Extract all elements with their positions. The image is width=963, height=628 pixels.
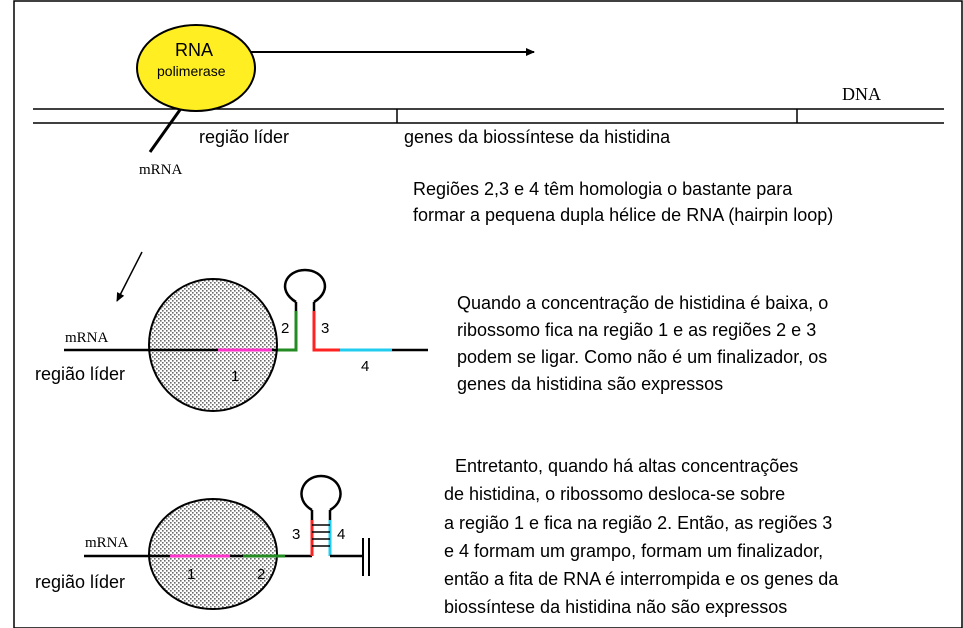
dna-label: DNA [842, 84, 881, 104]
mrna-label-top: mRNA [139, 162, 183, 178]
p2-description-line6: biossíntese da histidina não são express… [444, 597, 788, 617]
p2-region3-number: 3 [292, 526, 301, 543]
p1-description-line1: Quando a concentração de histidina é bai… [457, 293, 829, 313]
p1-region1-number: 1 [231, 368, 240, 385]
p2-region1-number: 1 [187, 566, 196, 583]
homology-note-line2: formar a pequena dupla hélice de RNA (ha… [413, 205, 834, 225]
p1-region2-number: 2 [281, 320, 290, 337]
frame-border [13, 0, 963, 628]
pointer-arrow [116, 251, 143, 302]
p2-mrna-label: mRNA [85, 535, 129, 551]
p2-description-line4: e 4 formam um grampo, formam um finaliza… [444, 541, 824, 561]
p1-description-line4: genes da histidina são expressos [457, 374, 724, 394]
p2-description-line1: Entretanto, quando há altas concentraçõe… [455, 456, 799, 476]
p2-description-line3: a região 1 e fica na região 2. Então, as… [444, 513, 833, 533]
polymerase-label-polimerase: polimerase [157, 63, 226, 79]
p1-region2-stem [278, 311, 298, 352]
p1-mrna-label: mRNA [65, 330, 109, 346]
p2-hairpin-loop [300, 474, 342, 512]
homology-note-line1: Regiões 2,3 e 4 têm homologia o bastante… [413, 179, 793, 199]
mrna-strand-top [148, 106, 184, 153]
p1-description-line2: ribossomo fica na região 1 e as regiões … [457, 320, 817, 340]
p2-description-line2: de histidina, o ribossomo desloca-se sob… [444, 484, 786, 504]
p2-description-line5: então a fita de RNA é interrompida e os … [444, 569, 839, 589]
p1-description-line3: podem se ligar. Como não é um finalizado… [457, 347, 828, 367]
p1-region3-number: 3 [321, 320, 330, 337]
p1-region4-number: 4 [361, 358, 370, 375]
p2-region4-number: 4 [337, 526, 346, 543]
polymerase-label-rna: RNA [175, 40, 214, 60]
p2-ribosome [148, 498, 278, 610]
p2-region2-number: 2 [257, 566, 266, 583]
p1-ribosome [148, 278, 278, 412]
rna-polymerase-ellipse [136, 24, 256, 112]
p2-leader-label: região líder [35, 572, 126, 592]
leader-region-label: região líder [199, 127, 290, 147]
p1-leader-label: região líder [35, 364, 126, 384]
p1-region3-stem [312, 311, 340, 352]
p1-hairpin-loop [283, 268, 327, 304]
histidine-genes-label: genes da biossíntese da histidina [404, 127, 671, 147]
